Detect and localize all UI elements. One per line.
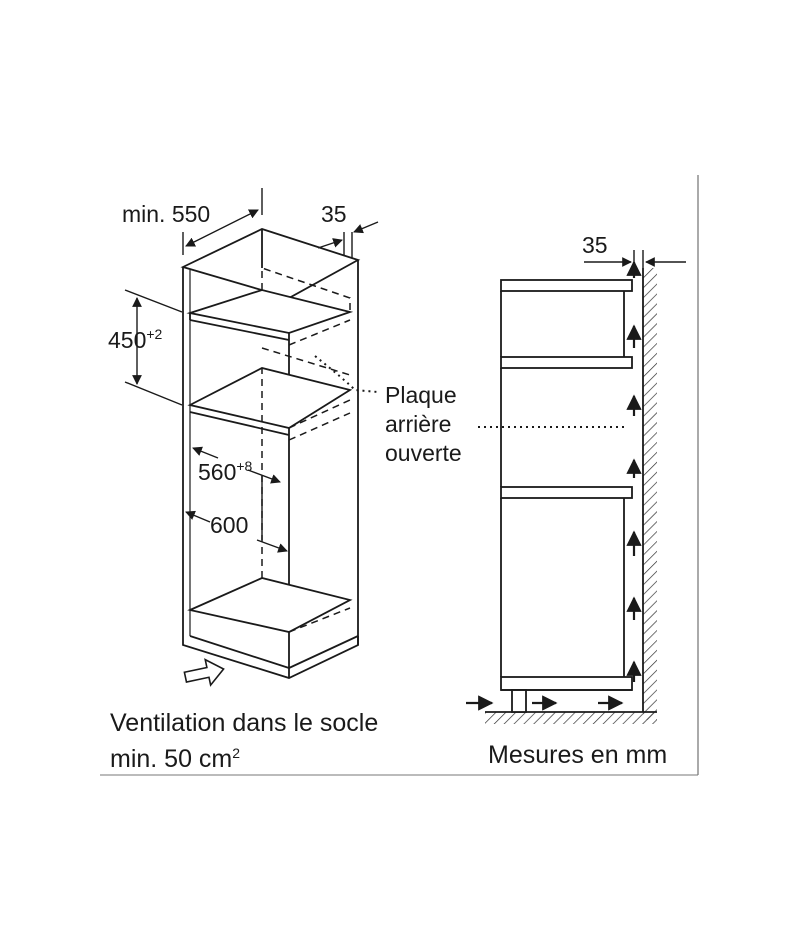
section-top-board [500,279,633,292]
label-width-600: 600 [210,512,249,538]
callout-line-3: ouverte [385,440,462,466]
cabinet-isometric [180,228,361,679]
shelf-upper-front [189,319,290,341]
footer-units: Mesures en mm [488,741,668,769]
dim-width-600 [185,510,288,553]
section-plinth-foot [511,689,527,713]
wall-hatch [643,268,657,720]
footer-ventilation-line-1: Ventilation dans le socle [110,709,379,737]
back-opening-dashes [261,266,351,633]
ventilation-inlet-arrow-icon [183,658,225,687]
label-sidegap-35: 35 [582,232,608,258]
floor-hatch [485,712,657,724]
callout-plaque: Plaque arrière ouverte [385,381,462,468]
cabinet-top-face [180,228,361,299]
label-width-560: 560+8 [198,459,252,484]
label-height-value: 450 [108,327,147,353]
label-height-450: 450+2 [108,327,162,352]
cabinet-plinth-top [189,635,290,669]
callout-line-2: arrière [385,411,452,437]
footer-ventilation-line-2: min. 50 cm2 [110,738,378,774]
section-upper-shelf [500,356,633,369]
label-height-tolerance: +2 [146,326,163,342]
footer-ventilation-value: min. 50 cm [110,745,233,773]
shelf-middle [187,367,353,429]
label-depth-550: min. 550 [122,201,211,227]
dim-backgap-35 [317,221,379,258]
shelf-bottom [187,577,353,633]
side-section [485,268,657,724]
callout-leaders [314,355,628,428]
label-width-inner-tolerance: +8 [236,458,253,474]
dim-width-560 [192,446,281,540]
dim-sidegap-35 [584,250,686,278]
airflow-arrows [466,260,642,711]
footer-ventilation-exponent: 2 [232,745,241,761]
dim-depth-550 [182,188,263,255]
dim-height-450 [124,289,183,406]
shelf-middle-front [189,411,290,436]
shelf-upper [186,289,354,334]
callout-line-1: Plaque [385,382,457,408]
label-backgap-35: 35 [321,201,347,227]
section-middle-shelf [500,486,633,499]
label-width-inner-value: 560 [198,459,237,485]
section-bottom-board [500,676,633,691]
cabinet-plinth [182,636,359,679]
footer-ventilation: Ventilation dans le socle min. 50 cm2 [110,708,378,774]
cabinet-plinth-right [288,635,359,669]
